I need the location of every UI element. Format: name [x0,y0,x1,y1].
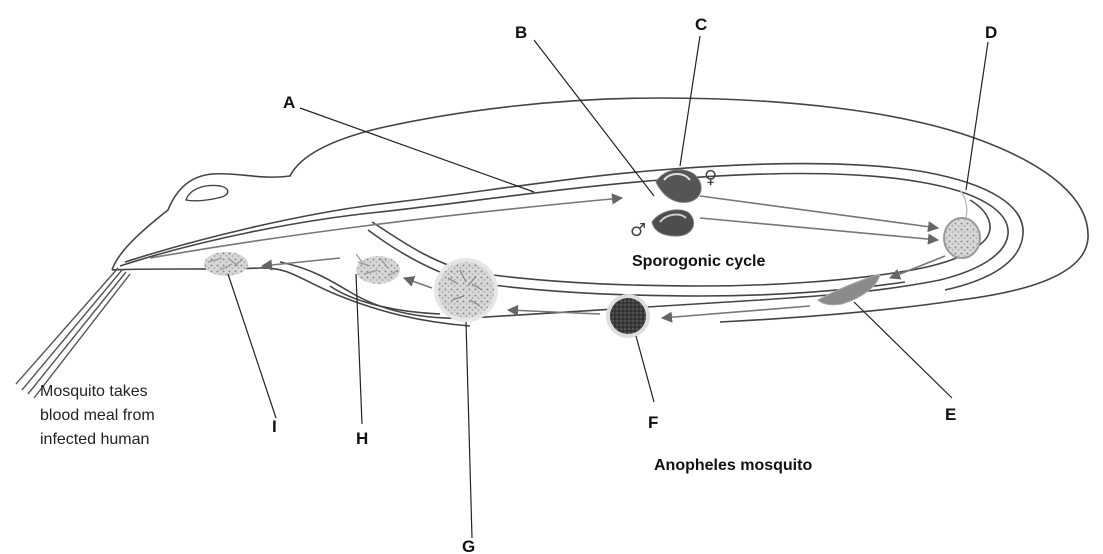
label-c: C [695,15,707,34]
anopheles-mosquito-label: Anopheles mosquito [654,457,812,474]
sporogonic-cycle-title: Sporogonic cycle [632,253,765,270]
mosquito-body-outline [112,98,1088,326]
label-b: B [515,23,527,42]
proboscis [16,268,130,398]
blood-meal-note-line-1: Mosquito takes [40,383,148,400]
mature-oocyst-cell [434,258,498,322]
label-i: I [272,417,277,436]
label-d: D [985,23,997,42]
zygote-cell [944,190,980,258]
oocyst-cell [606,294,650,338]
label-e: E [945,405,956,424]
female-symbol: ♀ [704,167,717,188]
label-g: G [462,537,475,554]
sporozoites-cell [204,252,248,276]
gametes-cell [652,170,701,236]
blood-meal-note-line-2: blood meal from [40,407,155,424]
male-symbol: ♂ [630,220,646,241]
label-h: H [356,429,368,448]
label-a: A [283,93,295,112]
label-f: F [648,413,658,432]
rupturing-oocyst-cell [356,254,400,284]
blood-meal-note-line-3: infected human [40,431,149,448]
